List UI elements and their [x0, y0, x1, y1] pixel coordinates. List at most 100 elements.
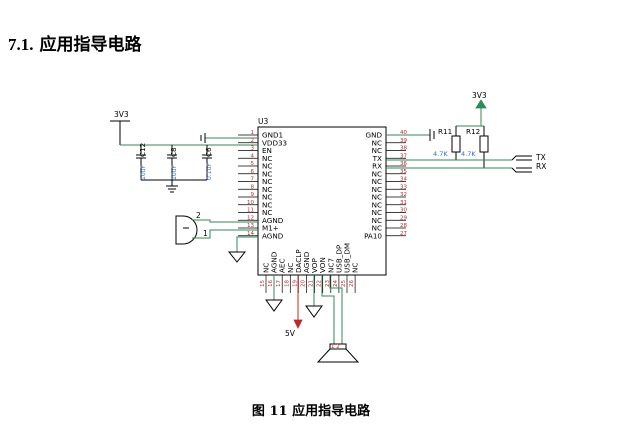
- pin-number: 28: [400, 223, 407, 229]
- pin-label: NC: [262, 200, 272, 209]
- arrow-up-icon: [475, 99, 487, 109]
- pin-number: 34: [400, 177, 407, 183]
- pin-number: 6: [251, 169, 255, 175]
- pin-number: 37: [400, 153, 407, 159]
- resistor-r11: [451, 135, 461, 153]
- res-value-r11: 4.7K: [433, 150, 448, 158]
- mic-pin-1: 1: [203, 229, 208, 238]
- pin-label: USB_DM: [343, 243, 352, 273]
- pin-label: AGND: [262, 216, 284, 225]
- pin-label: NC: [372, 185, 382, 194]
- pin-number: 16: [268, 280, 274, 287]
- pin-label: VON: [318, 257, 327, 273]
- pin-label: VDD33: [262, 138, 287, 147]
- pin-label: RX: [372, 162, 382, 171]
- pin-label: NC: [351, 263, 360, 273]
- ground-symbol-agnd: [227, 251, 247, 263]
- pin-number: 25: [341, 280, 347, 287]
- pin-label: NC: [372, 138, 382, 147]
- pin-label: NC: [262, 263, 271, 273]
- pin-number: 31: [400, 200, 407, 206]
- res-ref-r12: R12: [466, 127, 480, 136]
- pin-label: NC: [372, 146, 382, 155]
- pin-label: USB_DP: [334, 244, 343, 273]
- pin-number: 3: [251, 146, 255, 152]
- pin-label: NC: [262, 162, 272, 171]
- mic-pin-2: 2: [196, 211, 201, 220]
- pin-number: 4: [251, 153, 255, 159]
- pin-label: VOP: [310, 258, 319, 273]
- ground-symbol-pin16: [265, 299, 283, 312]
- pin-label: NC: [372, 200, 382, 209]
- section-number: 7.1.: [8, 35, 34, 54]
- pin-number: 14: [247, 231, 254, 237]
- speaker-icon: [316, 348, 360, 363]
- pin-number: 40: [400, 130, 407, 136]
- right-pin-group: 40GND39NC38NC37TX36RX35NC34NC33NC32NC31N…: [364, 130, 407, 240]
- power-label-5v: 5V: [285, 329, 296, 338]
- pin-label: AGND: [302, 251, 311, 273]
- pin-number: 10: [247, 200, 254, 206]
- pin-label: NC7: [326, 258, 335, 273]
- pin-number: 36: [400, 161, 407, 167]
- pin-label: DACLP: [294, 249, 303, 273]
- cap-value-c8: 10uF: [171, 165, 178, 180]
- arrow-down-icon: [293, 319, 303, 329]
- pin-number: 23: [325, 280, 331, 287]
- pin-number: 30: [400, 208, 407, 214]
- pin-number: 1: [251, 130, 255, 136]
- pin-label: NC: [372, 169, 382, 178]
- pin-label: NC: [372, 177, 382, 186]
- power-label-3v3-right: 3V3: [472, 91, 487, 100]
- pin-label: NC: [286, 263, 295, 273]
- uart-label-tx: TX: [535, 153, 546, 162]
- cap-ref-c12: C12: [138, 143, 147, 157]
- pin-label: AGND: [270, 251, 279, 273]
- pin-number: 9: [251, 192, 255, 198]
- pin-number: 24: [333, 280, 339, 287]
- pin-number: 11: [247, 208, 254, 214]
- cap-value-c6: 0.1uF: [206, 163, 213, 180]
- pin-number: 15: [260, 280, 266, 287]
- pin-label: M1+: [262, 224, 279, 233]
- pin-label: NC: [372, 208, 382, 217]
- pin-number: 2: [251, 138, 255, 144]
- pin-label: GND: [366, 131, 383, 140]
- pin-number: 22: [317, 280, 323, 287]
- section-heading: 7.1. 应用指导电路: [8, 30, 142, 55]
- pin-label: TX: [372, 154, 382, 163]
- pin-label: NC: [262, 208, 272, 217]
- pin-number: 29: [400, 215, 407, 221]
- pin-number: 18: [284, 280, 290, 287]
- section-title: 应用指导电路: [39, 35, 142, 55]
- pin-label: NC: [262, 154, 272, 163]
- pin-number: 39: [400, 138, 407, 144]
- pin-label: PA10: [364, 231, 382, 240]
- pin-number: 19: [292, 280, 298, 287]
- pin-label: EN: [262, 146, 272, 155]
- audio-network: 5V 1 2: [265, 275, 360, 363]
- uart-network: 3V3 R11 4.7K R12 4.7K TX RX: [386, 91, 546, 173]
- ic-ref: U3: [258, 117, 268, 126]
- pin-number: 7: [251, 177, 255, 183]
- res-ref-r11: R11: [438, 127, 452, 136]
- power-label-3v3-left: 3V3: [114, 110, 129, 119]
- pin-label: AGND: [262, 231, 284, 240]
- pin-label: NC: [262, 193, 272, 202]
- pin-number: 35: [400, 169, 407, 175]
- pin-label: NC: [262, 177, 272, 186]
- resistor-r12: [479, 135, 489, 153]
- pin-label: NC: [372, 216, 382, 225]
- pin-label: NC: [262, 185, 272, 194]
- pin-number: 12: [247, 215, 254, 221]
- speaker-pins: 1 2: [331, 344, 340, 350]
- microphone-symbol: [175, 215, 198, 245]
- bottom-pin-group: 15NC16AGND17AEC18NC19DACLP20AGND21VOP22V…: [260, 243, 360, 293]
- microphone: 2 1: [175, 211, 258, 263]
- pin-number: 26: [349, 280, 355, 287]
- pin-number: 27: [400, 231, 407, 237]
- pin-label: NC: [262, 169, 272, 178]
- pin-label: AEC: [278, 259, 287, 273]
